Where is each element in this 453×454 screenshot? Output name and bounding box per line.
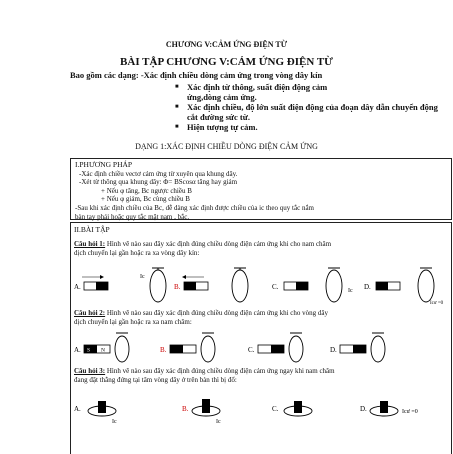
exercise-box [70, 222, 452, 454]
method-line: -Xác định chiều vectơ cảm ứng từ xuyên q… [79, 169, 238, 178]
svg-text:N: N [101, 348, 105, 354]
method-line: -Xét từ thông qua khung dây: Φ= BScosα t… [79, 178, 238, 187]
bullet-item: Hiện tượng tự cảm. [175, 122, 445, 132]
svg-text:B.: B. [174, 283, 181, 291]
question-3-text-cont: đang đặt thẳng đứng tại tâm vòng dây ở t… [74, 375, 237, 384]
question-2-label: Câu hỏi 2: [74, 309, 106, 317]
exercise-heading: II.BÀI TẬP [74, 225, 110, 234]
method-box: I.PHƯƠNG PHÁP -Xác định chiều vectơ cảm … [70, 158, 452, 221]
section-title: DẠNG 1:XÁC ĐỊNH CHIỀU DÒNG ĐIỆN CẢM ỨNG [135, 142, 318, 151]
q2-option-b: B. [160, 332, 216, 363]
q3-figures: A. Ic B. Ic C. D. Icư =0 [74, 399, 418, 425]
q1-option-c: C. Ic [272, 267, 353, 303]
svg-text:D.: D. [360, 405, 367, 413]
method-line: -Sau khi xác định chiều của Bc, dễ dàng … [75, 203, 314, 212]
q3-option-d: D. Icư =0 [360, 401, 418, 417]
svg-text:A.: A. [74, 346, 81, 354]
bullet-text: Xác định từ thông, suất điện động cảm [187, 82, 328, 92]
svg-text:S: S [87, 348, 90, 354]
svg-text:Icư =0: Icư =0 [402, 409, 418, 415]
q1-option-a: A. Ic [74, 267, 167, 303]
svg-text:D.: D. [364, 283, 371, 291]
q1-option-d: D. Icư =0 [364, 267, 444, 306]
question-2: Câu hỏi 2: Hình vẽ nào sau đây xác định … [74, 309, 446, 326]
bullet-text-cont: ứng,dòng cảm ứng. [187, 92, 257, 102]
question-3-label: Câu hỏi 3: [74, 367, 106, 375]
chapter-title: CHƯƠNG V:CẢM ỨNG ĐIỆN TỪ [165, 40, 288, 49]
q3-option-a: A. Ic [74, 401, 117, 425]
q2-option-c: C. [248, 332, 304, 363]
svg-text:Ic: Ic [348, 288, 353, 294]
main-title: BÀI TẬP CHƯƠNG V:CẢM ỨNG ĐIỆN TỪ [120, 56, 333, 68]
q2-option-a: A. S N [74, 332, 130, 363]
svg-text:B.: B. [182, 405, 189, 413]
q2-option-d: D. [330, 332, 386, 363]
svg-text:A.: A. [74, 283, 81, 291]
question-1-text: Hình vẽ nào sau đây xác định đúng chiều … [106, 240, 332, 248]
svg-text:Ic: Ic [112, 419, 117, 425]
question-3-text: Hình vẽ nào sau đây xác định đúng chiều … [106, 367, 335, 375]
intro-line: Bao gồm các dạng: -Xác định chiều dòng c… [70, 70, 323, 80]
question-1: Câu hỏi 1: Hình vẽ nào sau đây xác định … [74, 240, 446, 257]
svg-text:C.: C. [272, 283, 279, 291]
svg-text:B.: B. [160, 346, 167, 354]
question-1-label: Câu hỏi 1: [74, 240, 106, 248]
svg-text:Ic: Ic [140, 274, 145, 280]
q2-figures: A. S N B. C. D. [74, 332, 386, 363]
svg-text:A.: A. [74, 405, 81, 413]
q3-option-c: C. [272, 401, 313, 417]
method-line: + Nếu φ giảm, Bc cùng chiều B [101, 195, 190, 204]
method-line: bàn tay phải hoặc quy tắc mặt nam , bắc. [75, 212, 190, 221]
method-heading: I.PHƯƠNG PHÁP [75, 160, 133, 169]
q3-option-b: B. Ic [182, 399, 221, 425]
q1-option-b: B. [174, 267, 249, 303]
svg-text:D.: D. [330, 346, 337, 354]
svg-text:Ic: Ic [216, 419, 221, 425]
bullet-item: Xác định từ thông, suất điện động cảmứng… [175, 82, 445, 102]
method-line: + Nếu φ tăng, Bc ngược chiều B [101, 186, 192, 195]
svg-text:C.: C. [272, 405, 279, 413]
intro-text: Bao gồm các dạng: -Xác định chiều dòng c… [70, 70, 450, 80]
question-3: Câu hỏi 3: Hình vẽ nào sau đây xác định … [74, 367, 446, 384]
topic-bullets: Xác định từ thông, suất điện động cảmứng… [175, 82, 445, 132]
bullet-item: Xác định chiều, độ lớn suất điện động củ… [175, 102, 445, 122]
question-2-text-cont: dịch chuyển lại gần hoặc ra xa nam châm: [74, 317, 192, 326]
q1-figures: A. Ic B. C. Ic D. Icư =0 [74, 267, 444, 306]
question-2-text: Hình vẽ nào sau đây xác định đúng chiều … [106, 309, 329, 317]
svg-text:C.: C. [248, 346, 255, 354]
svg-text:Icư =0: Icư =0 [430, 301, 444, 306]
question-1-text-cont: dịch chuyển lại gần hoặc ra xa vòng dây … [74, 248, 200, 257]
